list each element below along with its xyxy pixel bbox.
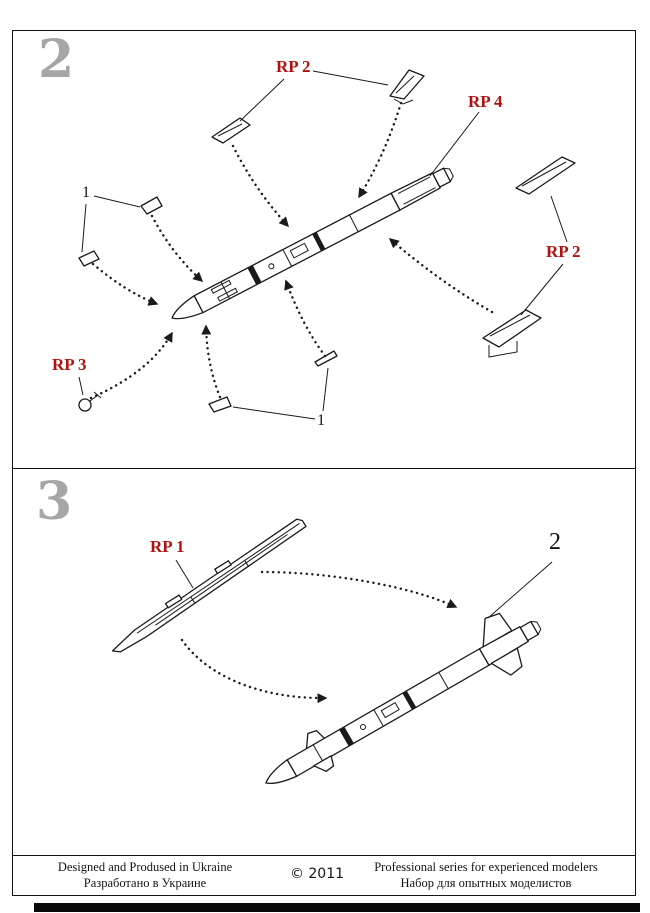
launch-rail-drawing xyxy=(111,518,307,653)
label-connectors-step3 xyxy=(175,559,553,619)
assembly-arrows-step3 xyxy=(180,570,458,704)
label-connectors-step2 xyxy=(78,70,568,420)
label-part1-left: 1 xyxy=(82,184,90,201)
fin-part-1-e xyxy=(140,196,163,215)
label-rp2-right: RP 2 xyxy=(546,242,581,261)
footer-copyright: © 2011 xyxy=(289,866,345,882)
fin-part-rp2-c xyxy=(515,156,576,195)
fin-part-1-h xyxy=(208,396,232,413)
footer-right-line1: Professional series for experienced mode… xyxy=(374,860,598,874)
footer-divider xyxy=(12,855,636,856)
step3-number: 3 xyxy=(36,471,73,532)
label-part1-bottom: 1 xyxy=(317,412,325,429)
fin-part-1-f xyxy=(78,250,100,267)
assembly-arrows-step2 xyxy=(89,101,494,400)
fin-part-rp2-a xyxy=(389,69,425,105)
fin-part-rp2-d xyxy=(482,309,542,358)
step2-number: 2 xyxy=(38,29,75,90)
panel-divider xyxy=(12,468,636,469)
footer-left: Designed and Prodused in Ukraine Разрабо… xyxy=(20,859,270,892)
step3-panel-art xyxy=(111,518,553,785)
bottom-black-strip xyxy=(34,903,640,912)
fin-part-rp2-b xyxy=(211,117,251,144)
label-rp4: RP 4 xyxy=(468,92,503,111)
footer-right-line2: Набор для опытных моделистов xyxy=(400,876,572,891)
label-rp3: RP 3 xyxy=(52,355,87,374)
footer-right: Professional series for experienced mode… xyxy=(350,859,622,892)
label-assembly-2: 2 xyxy=(549,529,561,555)
step2-panel-art xyxy=(78,69,576,420)
footer-left-line2: Разработано в Украине xyxy=(83,876,207,891)
label-rp2-top: RP 2 xyxy=(276,57,311,76)
fin-part-1-i xyxy=(314,350,338,367)
label-rp1: RP 1 xyxy=(150,537,185,556)
footer-left-line1: Designed and Prodused in Ukraine xyxy=(57,860,233,874)
step3-missile-drawing xyxy=(265,612,542,785)
page-border xyxy=(12,30,636,896)
step2-missile-drawing xyxy=(171,167,454,320)
